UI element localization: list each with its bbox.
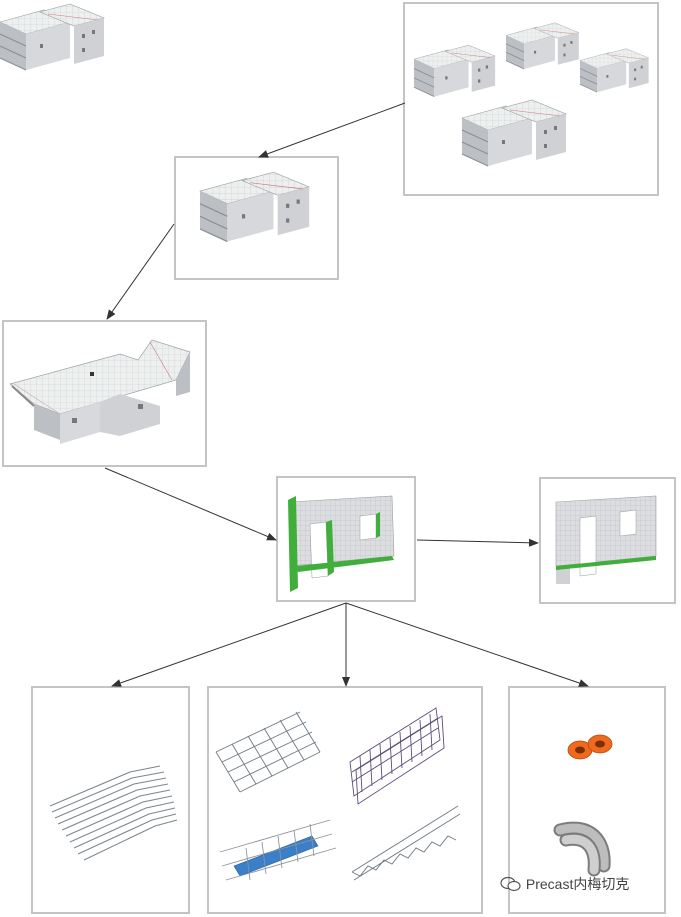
frame-embedded-parts	[508, 686, 666, 914]
connector-model	[219, 819, 337, 881]
floor-level-model	[9, 339, 191, 444]
arrow-wall-to-rebar	[111, 602, 347, 687]
arrow-project-to-building	[258, 102, 406, 158]
arrow-wall-to-embedded	[345, 602, 589, 687]
building-model	[0, 3, 105, 71]
single-building	[199, 171, 310, 243]
conduit-model	[553, 821, 611, 877]
arrows	[104, 102, 589, 687]
frame-single-rebar	[31, 686, 190, 914]
wechat-icon	[500, 876, 522, 895]
mesh-model	[215, 711, 321, 793]
arrow-floor-to-wall	[104, 467, 277, 541]
wall-element-model	[288, 495, 395, 592]
frame-reinforcement-parts	[207, 686, 483, 914]
rebar-cage-model	[349, 707, 445, 805]
junction-box-model	[567, 734, 613, 760]
arrow-building-to-floor	[106, 223, 175, 320]
watermark: Precast内梅切克	[500, 874, 629, 895]
lattice-girder-model	[351, 805, 461, 881]
rebar-layer-model	[49, 765, 178, 861]
arrow-wall-to-finished	[416, 538, 539, 547]
project-buildings	[413, 22, 650, 167]
wall-finished-model	[555, 495, 657, 584]
watermark-text: Precast内梅切克	[525, 876, 630, 892]
